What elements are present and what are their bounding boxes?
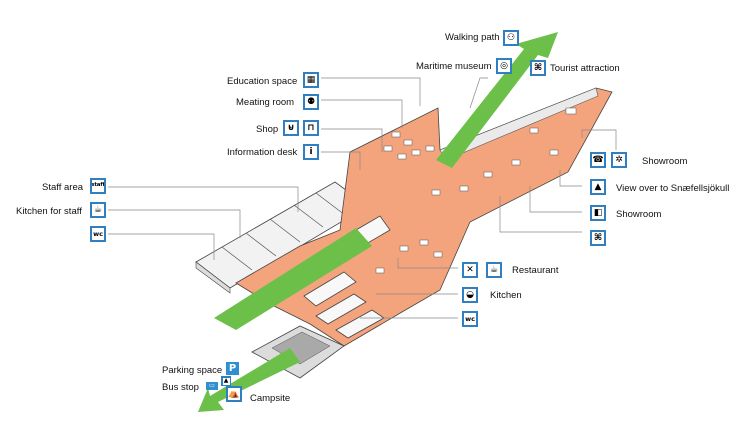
- tourist-attraction-icon-2: ⌘: [590, 230, 606, 246]
- label-view-snaefellsjokull: View over to Snæfellsjökull: [616, 183, 730, 194]
- label-shop: Shop: [256, 124, 279, 135]
- kitchen-pot-icon: ◒: [462, 287, 478, 303]
- restaurant-cutlery-icon: ✕: [462, 262, 478, 278]
- inner-rooms: [303, 215, 391, 339]
- label-kitchen: Kitchen: [490, 290, 522, 301]
- view-mountain-icon: ▲: [590, 179, 606, 195]
- label-campsite: Campsite: [250, 393, 291, 404]
- campsite-tent-icon: ⛺: [226, 386, 242, 402]
- wc-icon: wc: [462, 311, 478, 327]
- showroom-star-icon: ✲: [611, 152, 627, 168]
- restaurant-cup-icon: ☕: [486, 262, 502, 278]
- walking-path: [436, 32, 558, 168]
- bus-icon: ▭: [206, 382, 218, 390]
- label-staff-area: Staff area: [42, 182, 84, 193]
- showroom-phone-icon: ☎: [590, 152, 606, 168]
- maritime-museum-icon: ◎: [496, 58, 512, 74]
- staff-icon: staff: [90, 178, 106, 194]
- walking-path-lower: [198, 348, 300, 412]
- tourist-attraction-icon: ⌘: [530, 60, 546, 76]
- label-kitchen-for-staff: Kitchen for staff: [16, 206, 82, 217]
- leader-lines: [108, 77, 617, 319]
- furniture: [375, 107, 577, 274]
- label-walking-path: Walking path: [445, 32, 500, 43]
- label-restaurant: Restaurant: [512, 265, 559, 276]
- showroom-display-icon: ◧: [590, 205, 606, 221]
- information-icon: i: [303, 144, 319, 160]
- shop-cart-icon: ⊌: [283, 120, 299, 136]
- label-showroom-2: Showroom: [616, 209, 662, 220]
- label-maritime-museum: Maritime museum: [416, 61, 492, 72]
- label-bus-stop: Bus stop: [162, 382, 199, 393]
- staff-room-partitions: [221, 192, 346, 271]
- meeting-room-icon: ⚉: [303, 94, 319, 110]
- label-meating-room: Meating room: [236, 97, 295, 108]
- walking-path-ramp: [214, 228, 372, 330]
- label-tourist-attraction: Tourist attraction: [550, 63, 620, 74]
- label-showroom-1: Showroom: [642, 156, 688, 167]
- label-parking-space: Parking space: [162, 365, 223, 376]
- staff-wing-wall: [195, 261, 231, 294]
- walking-path-icon: ⚇: [503, 30, 519, 46]
- label-information-desk: Information desk: [227, 147, 298, 158]
- staff-wc-icon: wc: [90, 226, 106, 242]
- label-education-space: Education space: [227, 76, 298, 87]
- shop-counter-icon: ⊓: [303, 120, 319, 136]
- campsite-small-icon: ▲: [221, 376, 231, 386]
- education-space-icon: ▦: [303, 72, 319, 88]
- parking-icon: P: [226, 362, 239, 375]
- staff-kitchen-cup-icon: ☕: [90, 202, 106, 218]
